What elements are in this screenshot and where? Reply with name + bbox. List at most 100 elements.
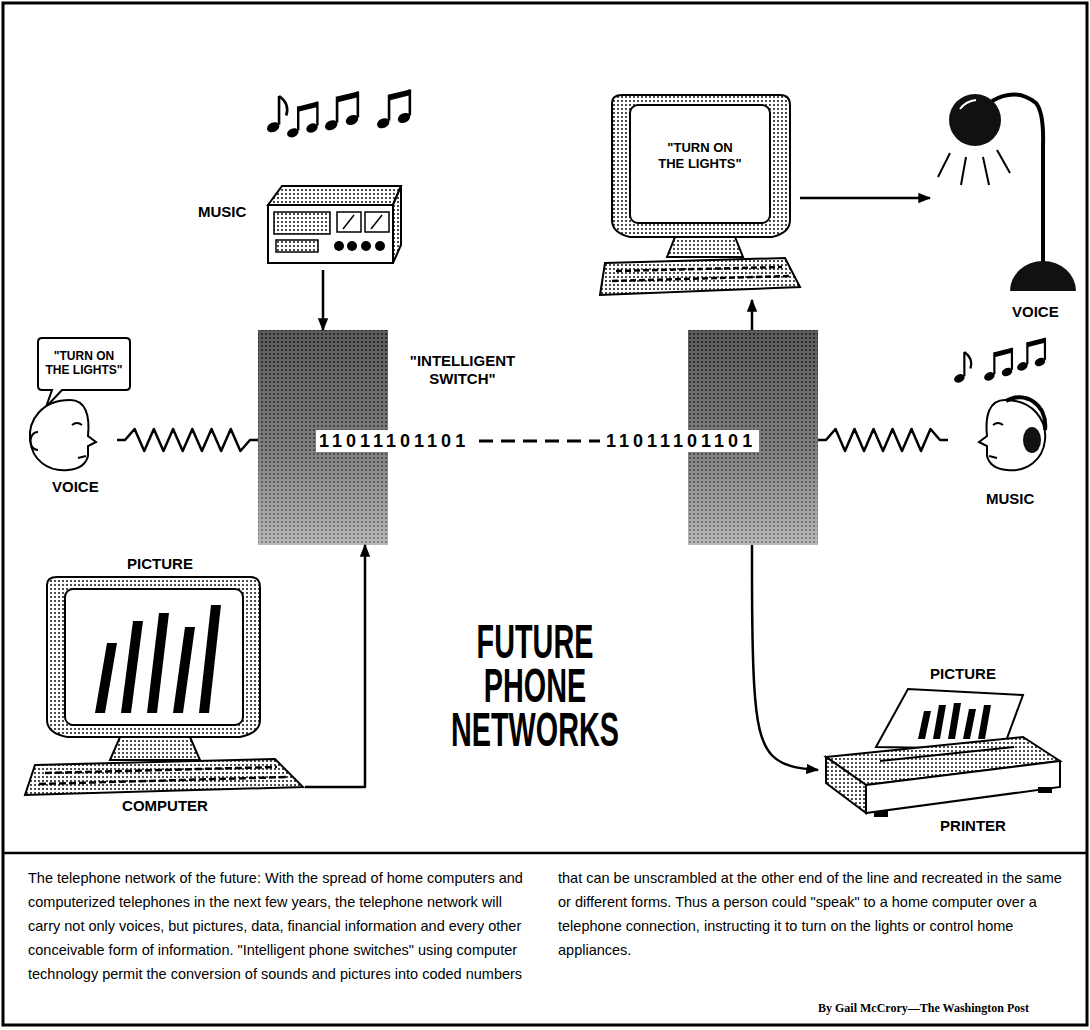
listener-head-drawing-part (1006, 397, 1045, 430)
stereo-device-drawing-part (361, 241, 371, 251)
printer-drawing-part (978, 705, 991, 739)
terminal-drawing-part (121, 621, 143, 713)
speech-text: "TURN ON THE LIGHTS" (42, 349, 126, 377)
printer-drawing-part (918, 711, 931, 739)
speaker-head: VOICE (22, 398, 117, 500)
speaker-head-drawing-part (78, 456, 86, 458)
caption: The telephone network of the future: Wit… (28, 866, 1062, 986)
listener-head-drawing-part (989, 456, 997, 458)
printer-drawing-part (880, 747, 1014, 761)
signal-arrow (752, 545, 818, 770)
terminal-drawing-part (65, 589, 243, 725)
music-notes-part (375, 89, 412, 130)
device-label: MUSIC (198, 203, 246, 221)
speaker-head-drawing-part (72, 423, 82, 425)
listener-head-drawing-part (993, 423, 1003, 425)
stereo-device-drawing-part (393, 186, 401, 263)
signal-arrow (322, 270, 325, 330)
music-notes-part (265, 96, 287, 134)
terminal-drawing-part (667, 237, 743, 257)
terminal-drawing-part (630, 105, 770, 223)
stereo-device-drawing (268, 186, 401, 263)
music-notes-part (953, 352, 972, 384)
terminal-drawing-part (147, 613, 169, 713)
content-label: PICTURE (913, 665, 1013, 683)
switch-label: "INTELLIGENT SWITCH" (400, 352, 525, 388)
printer: PICTURE PRINTER (818, 665, 1063, 843)
lamp: VOICE (930, 85, 1080, 325)
terminal-drawing-part (612, 95, 790, 237)
speaker-head-drawing (30, 400, 96, 470)
printer-drawing-part (963, 709, 976, 739)
frame-part (3, 852, 1087, 855)
content-label: PICTURE (105, 555, 215, 573)
stereo-device-drawing-part (347, 241, 357, 251)
stereo-device-drawing-part (343, 215, 354, 229)
listener-head-drawing (979, 397, 1045, 470)
printer-drawing-part (826, 757, 866, 813)
terminal-drawing-part (600, 258, 800, 295)
music-notes-part (323, 91, 360, 132)
terminal-drawing-part (173, 627, 195, 713)
lamp-drawing-part (1010, 261, 1076, 291)
stereo-device: MUSIC (198, 175, 398, 270)
signal-arrow (305, 545, 365, 787)
stereo-device-drawing-part (268, 205, 393, 263)
stereo-device-drawing-part (337, 212, 361, 232)
source-label: VOICE (52, 478, 99, 496)
stereo-device-drawing-part (375, 241, 385, 251)
terminal-drawing-part (110, 737, 200, 760)
lamp-drawing-part (983, 157, 989, 185)
listener-head-drawing-part (1023, 427, 1041, 453)
music-notes-part (286, 102, 320, 140)
screen-text: "TURN ON THE LIGHTS" (655, 140, 745, 172)
music-notes-part (983, 348, 1014, 383)
lamp-drawing (938, 94, 1076, 291)
printer-drawing-part (874, 811, 888, 817)
speaker-head-drawing-part (30, 400, 96, 470)
terminal-drawing (25, 577, 303, 795)
terminal-drawing (600, 95, 800, 295)
signal-arrow (800, 197, 930, 200)
device-label: PRINTER (918, 817, 1028, 835)
frame (3, 3, 1087, 1025)
music-notes-part (1016, 338, 1047, 373)
printer-drawing-part (866, 761, 1060, 813)
printer-drawing-part (1038, 787, 1052, 793)
speech-bubble: "TURN ON THE LIGHTS" (38, 338, 130, 390)
terminal-drawing-part (45, 767, 277, 773)
terminal-drawing-part (95, 643, 117, 713)
stereo-device-drawing-part (274, 212, 330, 234)
data-link (479, 440, 600, 443)
listener-head: MUSIC (948, 392, 1063, 510)
lamp-drawing-part (960, 100, 976, 109)
home-computer: "TURN ON THE LIGHTS" (600, 95, 800, 300)
stereo-device-drawing-part (268, 186, 401, 205)
output-label: VOICE (1012, 303, 1059, 321)
voice-wave (117, 429, 258, 451)
terminal-drawing-part (25, 759, 303, 795)
printer-drawing-part (948, 703, 961, 739)
terminal-drawing-part (616, 267, 782, 271)
credit-line: By Gail McCrory—The Washington Post (818, 1001, 1029, 1015)
lamp-drawing-part (961, 157, 966, 185)
speech-bubble-outline (38, 338, 130, 407)
output-label: MUSIC (986, 490, 1034, 508)
terminal-drawing-part (612, 276, 790, 281)
binary-code: 11011101101 (603, 430, 759, 452)
stereo-device-drawing-part (365, 212, 389, 232)
stereo-device-drawing-part (276, 240, 318, 252)
lamp-drawing-part (938, 153, 950, 177)
printer-drawing-part (933, 705, 946, 739)
terminal-drawing-part (39, 777, 289, 784)
signal-arrow (751, 300, 754, 330)
music-wave (818, 429, 948, 451)
speaker-head-drawing-part (31, 432, 39, 450)
printer-drawing (826, 689, 1060, 817)
intelligent-switch: 11011101101 (600, 330, 818, 545)
listener-head-drawing-part (979, 400, 1045, 470)
lamp-drawing-part (997, 150, 1010, 173)
terminal-drawing-part (47, 577, 260, 737)
device-label: COMPUTER (110, 797, 220, 815)
